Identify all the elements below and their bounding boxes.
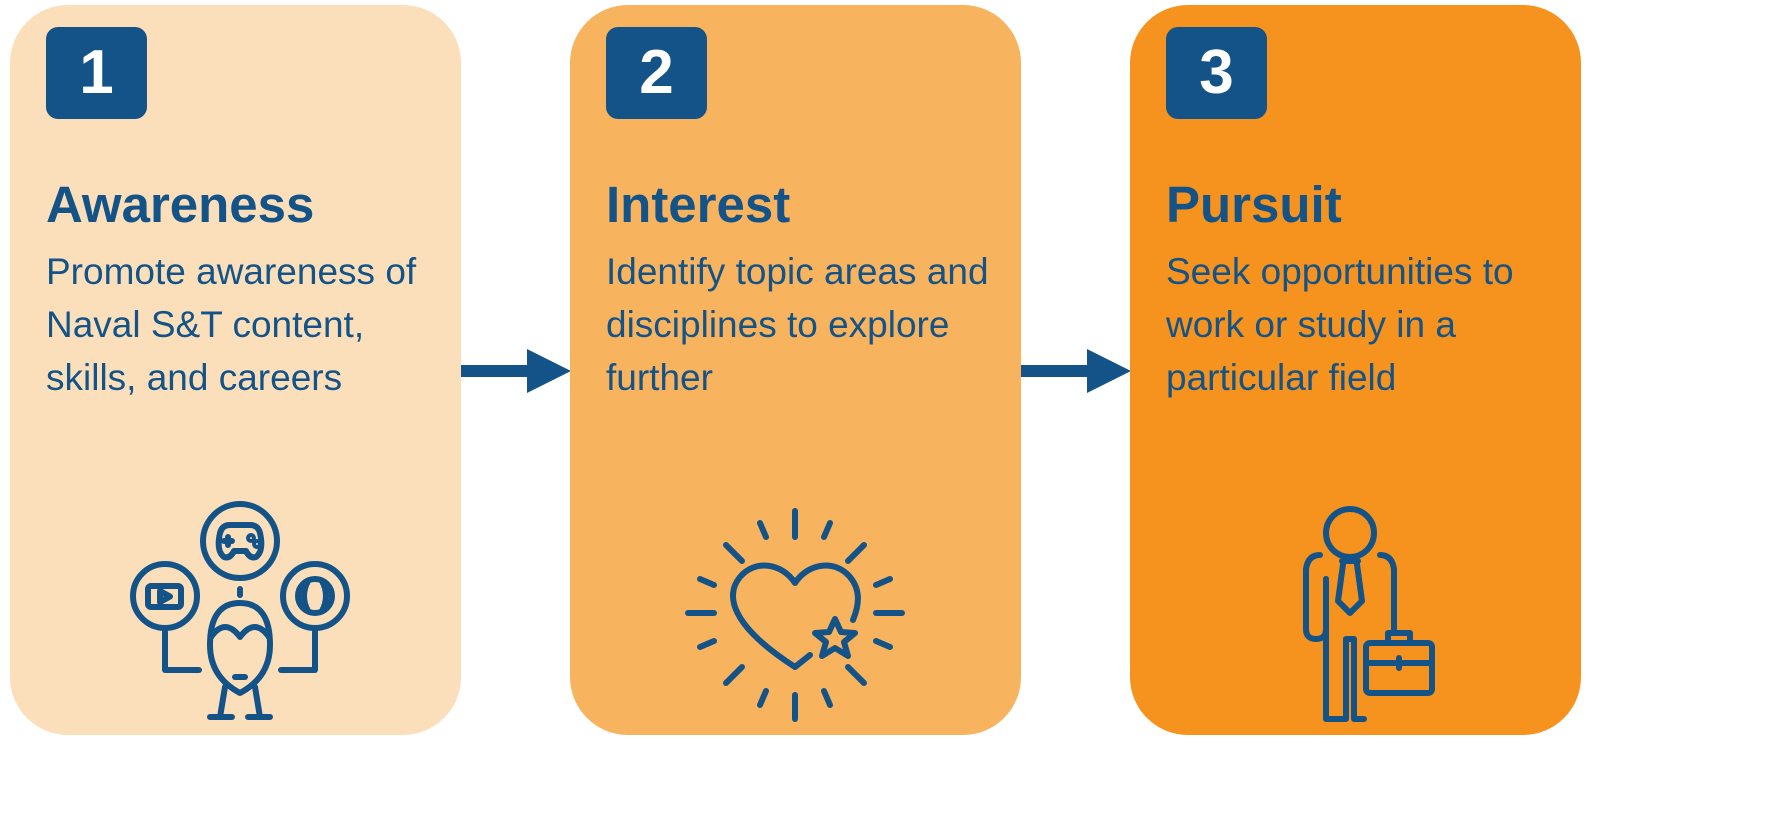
stage-number-badge: 2 [606,27,707,119]
stage-number-badge: 3 [1166,27,1267,119]
stage-description: Identify topic areas and disciplines to … [606,251,989,398]
stage-title: Awareness [46,176,315,233]
stage-card-pursuit: 3 Pursuit Seek opportunities to work or … [1130,5,1581,735]
stage-description: Promote awareness of Naval S&T content, … [46,251,417,398]
stage-card-awareness: 1 Awareness Promote awareness of Naval S… [10,5,461,735]
shining-heart-star-icon [670,495,920,725]
stage-title: Interest [606,176,791,233]
stage-card-interest: 2 Interest Identify topic areas and disc… [570,5,1021,735]
stage-title: Pursuit [1166,176,1342,233]
stage-number-badge: 1 [46,27,147,119]
stage-description: Seek opportunities to work or study in a… [1166,251,1514,398]
person-with-media-icon [110,495,360,725]
businessman-briefcase-icon [1230,495,1480,725]
right-arrow-icon [1021,349,1131,393]
right-arrow-icon [461,349,571,393]
